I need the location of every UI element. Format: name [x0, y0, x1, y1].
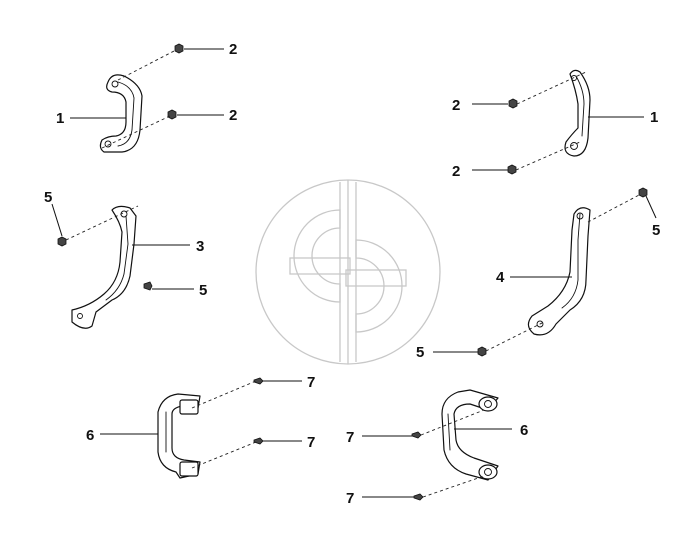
callout-5: 5: [416, 344, 424, 361]
callout-6: 6: [86, 427, 94, 444]
callout-4: 4: [496, 269, 505, 286]
handle-part-4: [527, 207, 591, 336]
dash-line: [117, 49, 177, 81]
callout-6: 6: [520, 422, 528, 439]
screw-7-d: [413, 493, 424, 501]
dash-line: [101, 115, 171, 149]
handle-part-1-left: [99, 74, 143, 153]
callout-5: 5: [652, 222, 660, 239]
callout-5: 5: [199, 282, 207, 299]
watermark-logo: [255, 179, 441, 365]
callout-5: 5: [44, 189, 52, 206]
handle-part-3: [71, 205, 137, 329]
screw-2-top-left: [174, 43, 184, 54]
screw-7-b: [253, 437, 264, 445]
leader-line: [645, 195, 657, 219]
screw-5-left-bottom: [143, 281, 153, 291]
screw-2-mid-left: [167, 109, 177, 120]
callout-2: 2: [452, 97, 460, 114]
screw-5-right-bottom: [477, 346, 487, 357]
dash-line: [422, 475, 485, 498]
callout-2: 2: [229, 41, 237, 58]
screw-7-c: [411, 431, 422, 439]
callout-7: 7: [346, 490, 354, 507]
dash-line: [65, 205, 139, 241]
handle-part-1-right: [564, 69, 591, 157]
dash-line: [587, 193, 642, 223]
callout-7: 7: [307, 434, 315, 451]
dash-line: [191, 380, 257, 409]
callout-2: 2: [452, 163, 460, 180]
callout-1: 1: [56, 110, 64, 127]
screw-5-right-top: [638, 187, 648, 198]
callout-2: 2: [229, 107, 237, 124]
dash-line: [191, 441, 257, 469]
screw-5-left-top: [57, 236, 67, 247]
callout-1: 1: [650, 109, 658, 126]
callout-3: 3: [196, 238, 204, 255]
dash-line: [420, 409, 485, 436]
screw-2-right-bottom: [507, 164, 517, 175]
callout-7: 7: [346, 429, 354, 446]
handle-part-6-right: [441, 389, 499, 481]
screw-2-right-top: [508, 98, 518, 109]
dash-line: [485, 321, 545, 352]
dash-line: [516, 71, 587, 105]
callout-7: 7: [307, 374, 315, 391]
handle-part-6-left: [157, 393, 201, 479]
leader-line: [51, 203, 63, 237]
